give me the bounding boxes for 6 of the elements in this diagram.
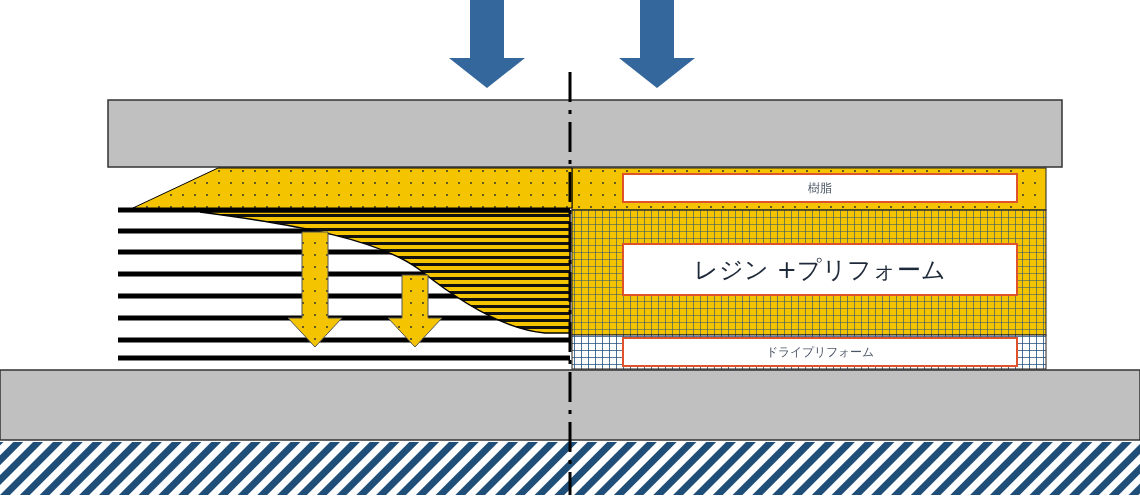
layer-label: ドライプリフォーム	[766, 344, 874, 361]
layer-label: レジン +プリフォーム	[694, 254, 946, 286]
label-box	[622, 337, 1018, 367]
label-box	[622, 243, 1018, 296]
layer-label: 樹脂	[808, 180, 832, 197]
label-box	[622, 173, 1018, 203]
